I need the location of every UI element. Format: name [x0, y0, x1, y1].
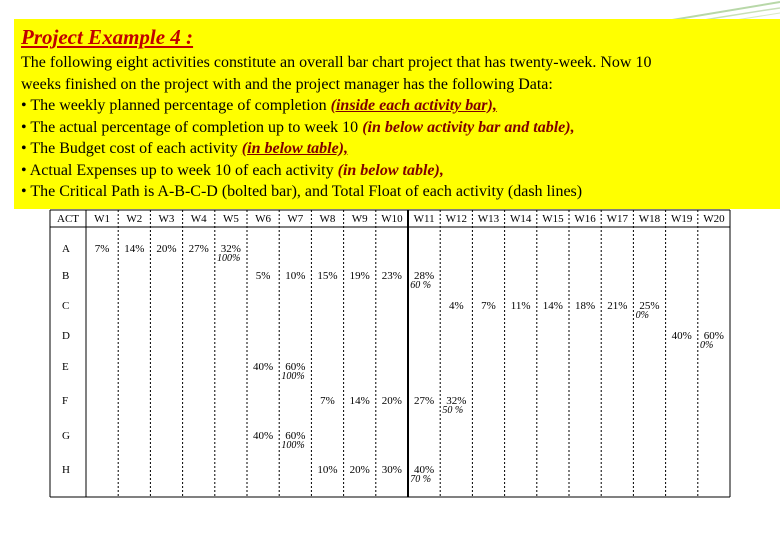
- week-header-11: W11: [413, 213, 435, 225]
- bullet-3: • The Budget cost of each activity (in b…: [21, 140, 349, 157]
- actual-percent: 60 %: [410, 280, 432, 291]
- week-header-5: W5: [222, 213, 239, 225]
- bullet-1: • The weekly planned percentage of compl…: [21, 97, 497, 114]
- week-header-19: W19: [670, 213, 693, 225]
- week-header-16: W16: [574, 213, 596, 225]
- week-header-1: W1: [94, 213, 111, 225]
- planned-percent: 18%: [575, 300, 596, 312]
- planned-percent: 7%: [94, 243, 110, 255]
- activity-label: E: [62, 361, 69, 373]
- actual-percent: 70 %: [410, 474, 432, 485]
- problem-statement-box: Project Example 4 : The following eight …: [14, 19, 780, 209]
- activity-label: C: [62, 300, 70, 312]
- actual-percent: 50 %: [442, 405, 464, 416]
- planned-percent: 40%: [253, 430, 274, 442]
- problem-text: The following eight activities constitut…: [21, 52, 773, 203]
- planned-percent: 23%: [381, 270, 402, 282]
- actual-percent: 0%: [635, 310, 649, 321]
- planned-percent: 28%: [414, 270, 435, 282]
- planned-percent: 40%: [253, 361, 274, 373]
- planned-percent: 10%: [317, 464, 338, 476]
- activity-label: A: [62, 243, 70, 255]
- activity-label: F: [62, 395, 69, 407]
- week-header-15: W15: [542, 213, 564, 225]
- planned-percent: 20%: [349, 464, 370, 476]
- week-header-4: W4: [190, 213, 207, 225]
- week-header-14: W14: [509, 213, 532, 225]
- activity-label: H: [62, 464, 70, 476]
- week-header-10: W10: [381, 213, 403, 225]
- week-header-7: W7: [287, 213, 304, 225]
- planned-percent: 20%: [156, 243, 177, 255]
- bullet-2: • The actual percentage of completion up…: [21, 118, 575, 136]
- planned-percent: 7%: [320, 395, 335, 407]
- planned-percent: 20%: [381, 395, 402, 407]
- week-header-12: W12: [445, 213, 467, 225]
- week-header-18: W18: [638, 213, 661, 225]
- activity-label: B: [62, 270, 70, 282]
- week-header-9: W9: [351, 213, 368, 225]
- week-header-8: W8: [319, 213, 336, 225]
- planned-percent: 25%: [639, 300, 660, 312]
- week-header-3: W3: [158, 213, 175, 225]
- week-header-13: W13: [477, 213, 500, 225]
- planned-percent: 60%: [703, 330, 724, 342]
- bullet-4: • Actual Expenses up to week 10 of each …: [21, 161, 444, 179]
- planned-percent: 21%: [607, 300, 628, 312]
- week-header-20: W20: [703, 213, 725, 225]
- week-header-6: W6: [255, 213, 272, 225]
- actual-percent: 100%: [281, 371, 305, 382]
- planned-percent: 10%: [285, 270, 306, 282]
- actual-percent: 0%: [700, 340, 714, 351]
- bullet-5: • The Critical Path is A-B-C-D (bolted b…: [21, 183, 583, 200]
- activity-label: D: [62, 330, 70, 342]
- act-header: ACT: [57, 213, 79, 225]
- planned-percent: 7%: [481, 300, 496, 312]
- planned-percent: 14%: [349, 395, 370, 407]
- actual-percent: 100%: [281, 440, 305, 451]
- planned-percent: 19%: [349, 270, 370, 282]
- activity-label: G: [62, 430, 70, 442]
- planned-percent: 4%: [448, 300, 464, 312]
- planned-percent: 11%: [510, 300, 531, 312]
- planned-percent: 14%: [124, 243, 145, 255]
- week-header-17: W17: [606, 213, 628, 225]
- planned-percent: 27%: [188, 243, 209, 255]
- planned-percent: 32%: [220, 243, 241, 255]
- intro-line-2: weeks finished on the project with and t…: [21, 75, 553, 93]
- planned-percent: 27%: [414, 395, 435, 407]
- planned-percent: 15%: [317, 270, 338, 282]
- slide-title: Project Example 4 :: [21, 25, 194, 49]
- planned-percent: 40%: [671, 330, 692, 342]
- planned-percent: 32%: [446, 395, 467, 407]
- planned-percent: 60%: [285, 361, 306, 373]
- intro-line-1: The following eight activities constitut…: [21, 54, 652, 71]
- planned-percent: 40%: [414, 464, 435, 476]
- planned-percent: 60%: [285, 430, 306, 442]
- week-header-2: W2: [126, 213, 143, 225]
- planned-percent: 30%: [381, 464, 402, 476]
- planned-percent: 5%: [255, 270, 271, 282]
- planned-percent: 14%: [542, 300, 563, 312]
- actual-percent: 100%: [217, 253, 241, 264]
